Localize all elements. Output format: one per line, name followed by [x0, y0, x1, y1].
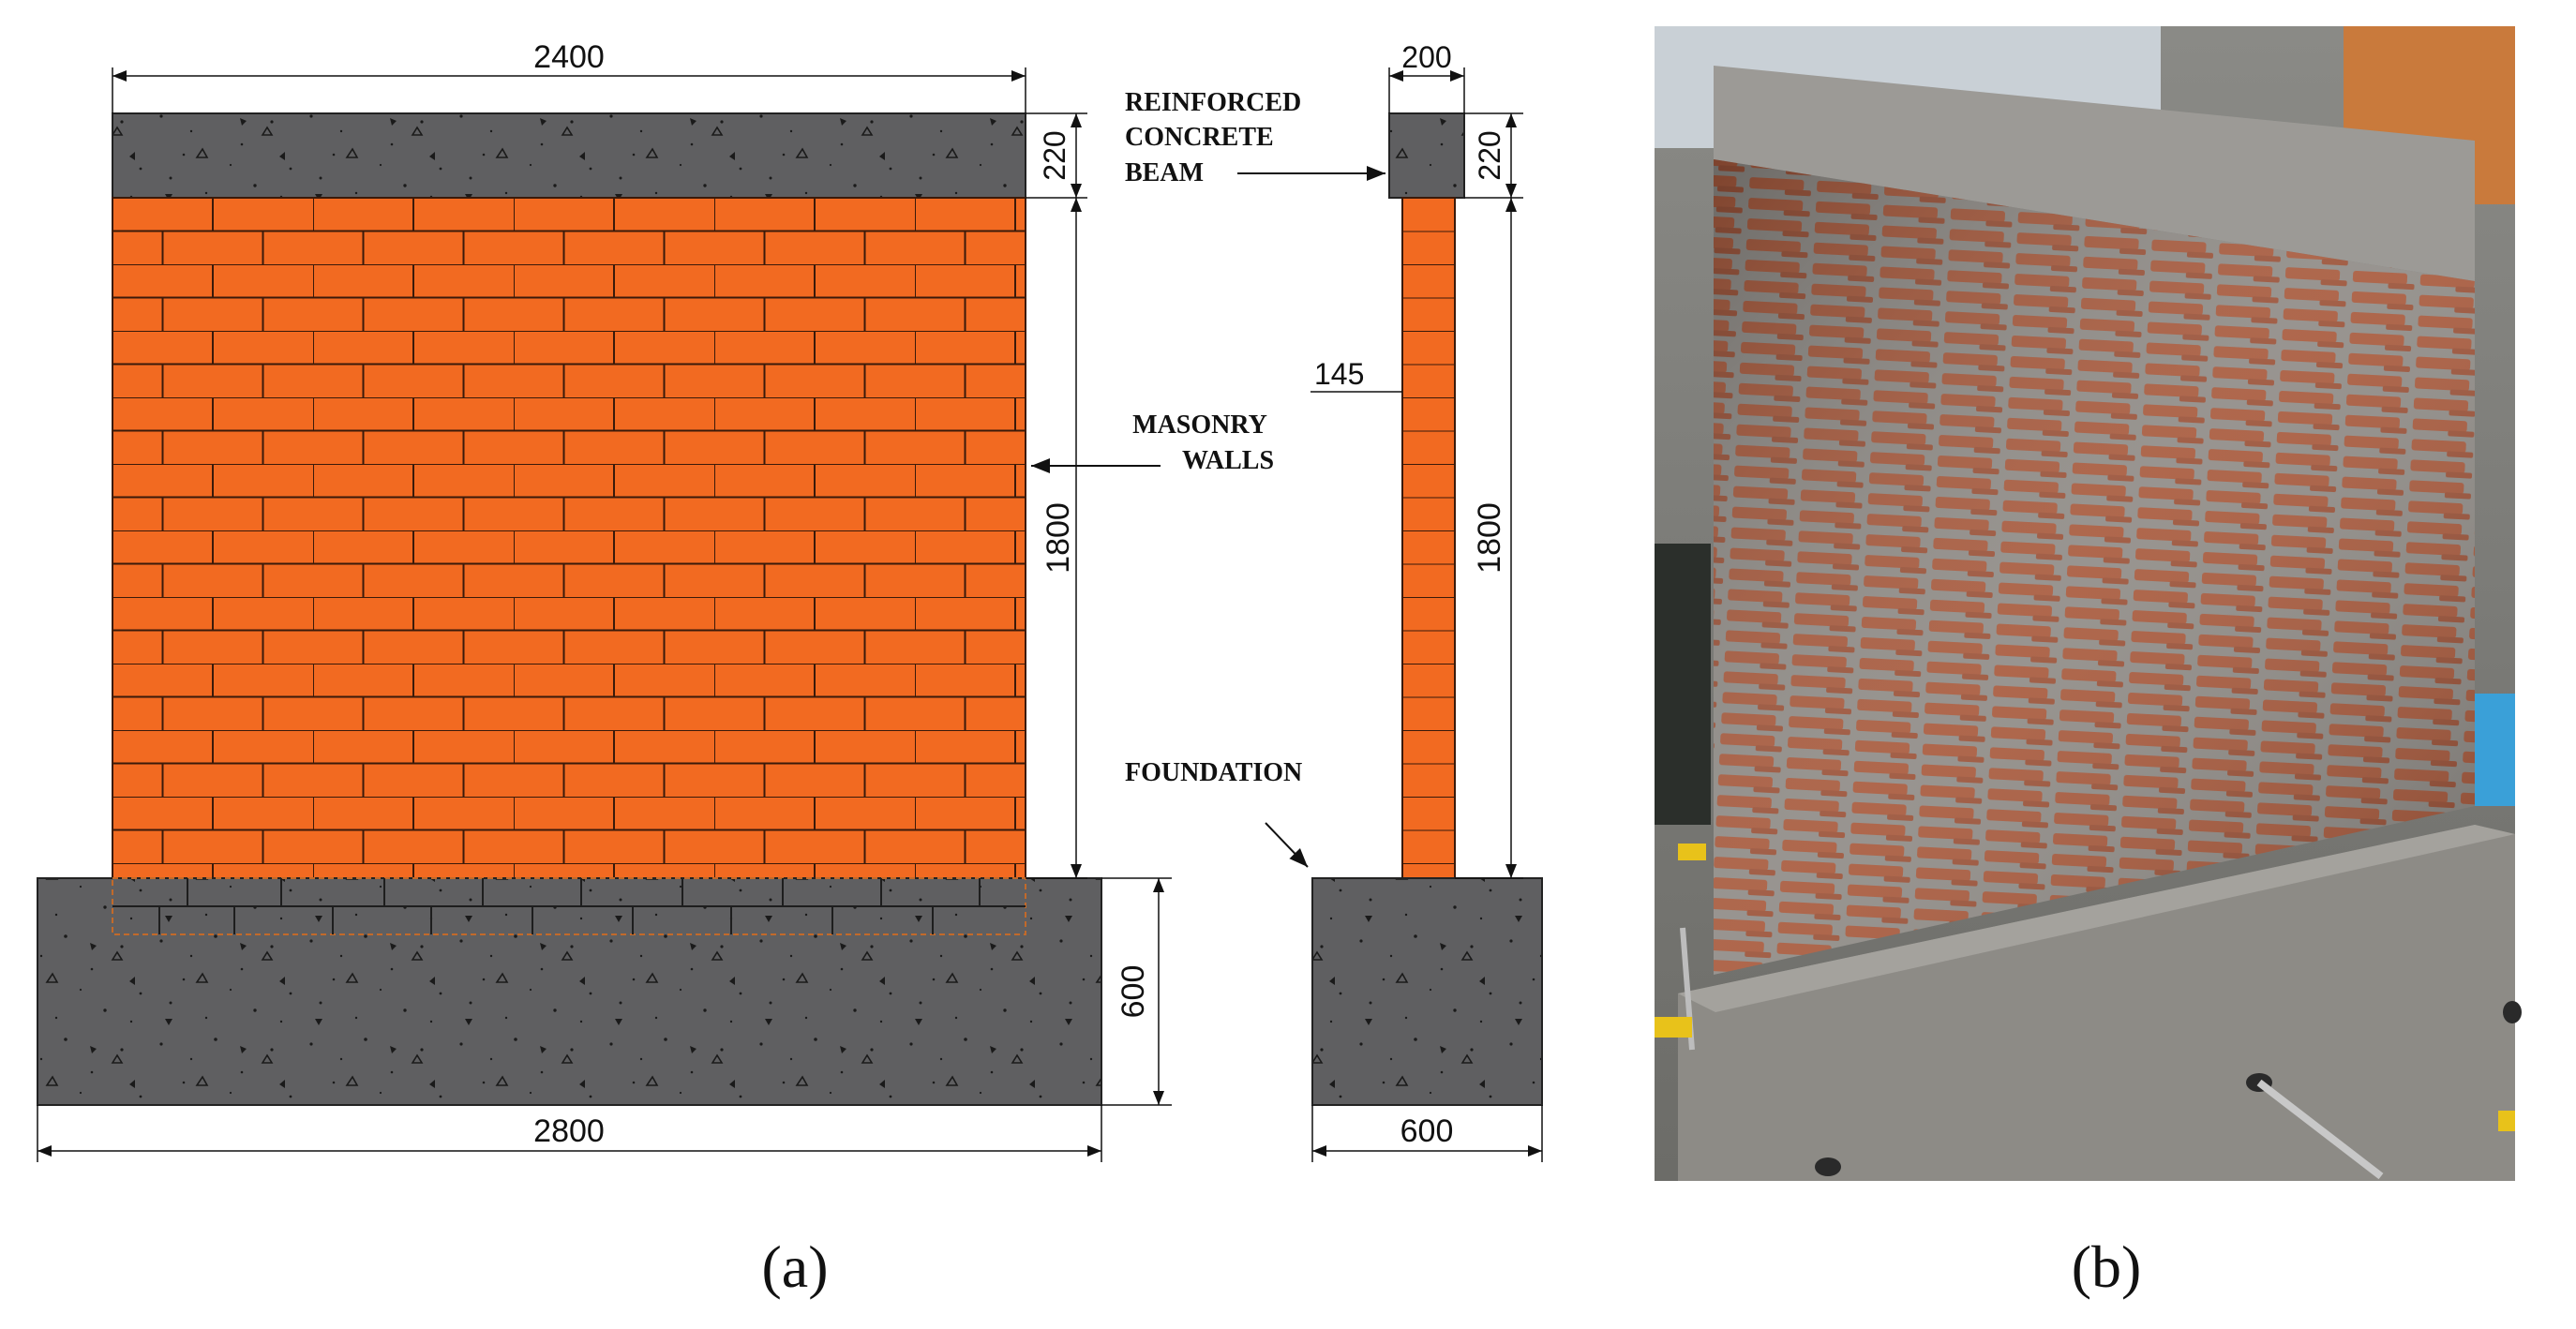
- dim-foundation-width-front: [37, 1105, 1102, 1162]
- dim-label-600-height: 600: [1116, 965, 1151, 1019]
- dim-label-2800: 2800: [533, 1113, 605, 1149]
- photo-yellow-plate-1: [1655, 1017, 1692, 1038]
- caption-b: (b): [2072, 1233, 2142, 1300]
- photo-panel: [1655, 26, 2522, 1181]
- side-top-beam: [1388, 112, 1465, 199]
- photo-wall-shading: [1714, 159, 2475, 975]
- photo-yellow-plate-2: [1678, 844, 1706, 860]
- side-masonry-wall: [1401, 197, 1456, 879]
- dim-top-beam-width: [112, 67, 1026, 113]
- label-foundation: FOUNDATION: [1125, 758, 1302, 787]
- side-foundation: [1311, 877, 1543, 1106]
- photo-foundation-top: [1678, 825, 2515, 1012]
- dim-label-1800-front: 1800: [1041, 502, 1076, 574]
- photo-hole-3: [2503, 1001, 2522, 1023]
- label-concrete: CONCRETE: [1125, 123, 1274, 152]
- front-top-beam: [112, 112, 1026, 199]
- photo-yellow-plate-3: [2498, 1111, 2515, 1131]
- dim-label-220-side: 220: [1473, 130, 1506, 180]
- dim-wall-height-side: [1455, 198, 1523, 879]
- dim-foundation-height: [1101, 877, 1172, 1106]
- label-masonry: MASONRY: [1132, 411, 1267, 440]
- dim-label-1800-side: 1800: [1472, 502, 1507, 574]
- label-walls: WALLS: [1182, 446, 1274, 475]
- dim-label-220-front: 220: [1038, 130, 1071, 180]
- photo-hole-1: [1815, 1157, 1841, 1176]
- dim-foundation-width-side: [1311, 1105, 1543, 1162]
- dim-wall-height-front: [1026, 198, 1087, 879]
- label-reinforced: REINFORCED: [1125, 88, 1301, 117]
- dim-label-600-width: 600: [1400, 1113, 1454, 1149]
- dim-label-145: 145: [1314, 357, 1364, 391]
- lab-dark-wall: [1655, 544, 1711, 825]
- front-masonry-wall: [112, 197, 1026, 879]
- lab-blue-equipment: [2475, 694, 2515, 806]
- caption-a: (a): [761, 1233, 828, 1300]
- front-view: 2400 220 1800 600 2800 MASONRY: [37, 39, 1274, 1162]
- photo-concrete-beam: [1714, 66, 2475, 281]
- photo-rod-1: [2256, 1079, 2384, 1180]
- dim-label-200: 200: [1401, 40, 1451, 74]
- arrow-foundation: [1265, 822, 1309, 868]
- dim-beam-width-side: [1388, 67, 1465, 113]
- front-foundation: [37, 877, 1102, 1106]
- side-view: 200 220 1800 145 600 REINFORCED CONCRETE…: [1125, 40, 1543, 1162]
- dim-label-2400: 2400: [533, 39, 605, 75]
- embedded-courses: [112, 877, 1026, 935]
- label-beam: BEAM: [1125, 158, 1204, 187]
- photo-foundation: [1678, 825, 2515, 1181]
